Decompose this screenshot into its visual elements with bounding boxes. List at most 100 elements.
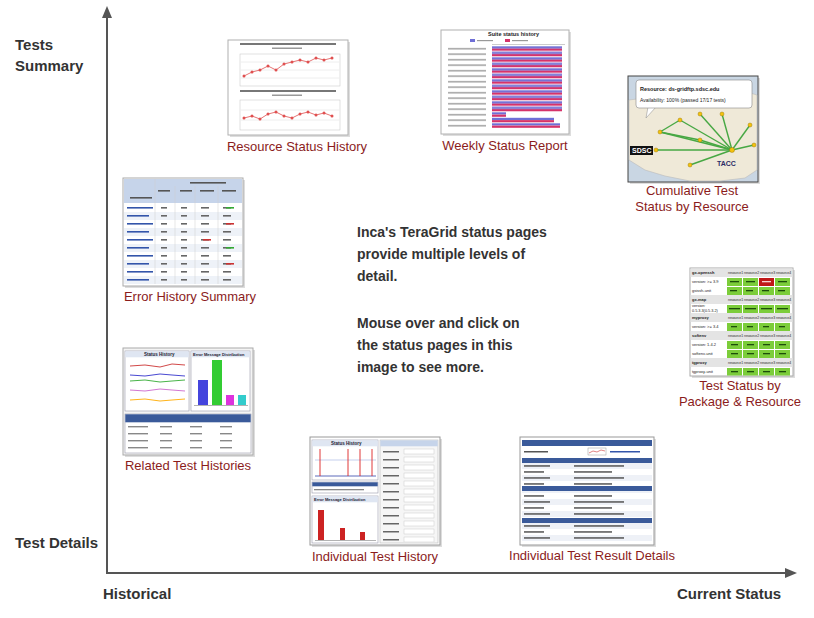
package-name: gx-map	[692, 297, 706, 302]
thumbnail-art	[155, 179, 156, 284]
thumbnail-art	[125, 414, 251, 453]
thumbnail-art	[628, 76, 758, 182]
thumbnail-art	[312, 496, 377, 502]
thumbnail-art	[226, 223, 234, 225]
package-name: myproxy	[692, 315, 709, 320]
thumbnail-art	[779, 326, 785, 327]
thumbnail-art	[610, 451, 640, 453]
thumbnail-art	[331, 115, 334, 118]
thumbnail-art	[775, 368, 790, 376]
test-name: version: >= 3.9	[692, 279, 718, 284]
package-name: tgproxy	[692, 360, 707, 365]
status-page-thumbnail: Weekly Status Report	[441, 30, 569, 134]
thumbnail-art	[722, 114, 732, 150]
thumbnail-art	[743, 323, 758, 331]
resource-name: resource3	[760, 334, 775, 338]
thumbnail-art	[155, 179, 218, 284]
thumbnail-art	[698, 112, 702, 116]
thumbnail-art	[691, 331, 793, 340]
thumbnail-art	[291, 117, 294, 120]
thumbnail-text: Status History	[331, 441, 362, 446]
thumbnail-art	[691, 295, 793, 304]
thumbnail-art	[688, 163, 692, 167]
thumbnail-art	[731, 344, 738, 345]
resource-name: resource1	[728, 361, 743, 365]
thumbnail-art	[785, 568, 797, 578]
thumbnail-art	[658, 130, 662, 134]
thumbnail-art	[244, 112, 332, 119]
thumbnail-spacer	[123, 348, 253, 458]
thumbnail-art	[130, 364, 185, 401]
thumbnail-spacer	[520, 437, 654, 548]
thumbnail-art	[130, 364, 185, 367]
status-page-thumbnail: Related Test Histories	[123, 348, 253, 455]
thumbnail-art	[198, 380, 208, 405]
thumbnail-art	[690, 268, 793, 376]
thumbnail-text: Resource: ds-gridftp.sdsc.edu	[640, 86, 719, 93]
thumbnail-art	[240, 120, 340, 121]
thumbnail-art	[727, 368, 742, 376]
resource-name: resource2	[744, 334, 759, 338]
thumbnail-art	[251, 115, 254, 118]
thumbnail-art	[259, 69, 262, 72]
thumbnail-art	[312, 482, 378, 493]
thumbnail-art	[727, 305, 742, 313]
thumbnail-art	[691, 269, 793, 368]
thumbnail-art	[272, 95, 302, 97]
thumbnail-art	[226, 395, 234, 405]
thumbnail-art	[128, 426, 148, 427]
thumbnail-art	[743, 350, 758, 358]
thumbnail-art	[698, 138, 702, 142]
thumbnail-art	[720, 112, 724, 116]
thumbnail-art	[747, 371, 754, 372]
test-name: version: >= 3.4	[692, 324, 718, 329]
thumbnail-art	[124, 204, 242, 284]
axis-label: Historical	[103, 584, 171, 604]
thumbnail-art	[312, 482, 377, 486]
thumbnail-art	[730, 290, 737, 291]
thumbnail-art	[522, 463, 652, 485]
thumbnail-art	[123, 178, 243, 286]
thumbnail-art	[123, 348, 253, 455]
thumbnail-art	[190, 440, 202, 441]
thumbnail-art	[779, 353, 786, 354]
thumbnail-art	[226, 207, 234, 209]
resource-name: resource3	[760, 361, 775, 365]
thumbnail-art	[380, 448, 438, 542]
thumbnail-art	[380, 440, 438, 543]
resource-name: resource4	[776, 316, 791, 320]
resource-name: resource4	[776, 334, 791, 338]
thumbnail-art	[775, 278, 790, 286]
thumbnail-art	[775, 341, 790, 349]
thumbnail-art	[656, 149, 732, 150]
thumbnail-art	[731, 353, 738, 354]
individual-result-details-art	[520, 437, 656, 547]
thumbnail-art	[299, 59, 302, 62]
thumbnail-art	[588, 448, 606, 455]
thumbnail-art	[762, 290, 769, 291]
thumbnail-art	[656, 114, 754, 165]
resource-name: resource1	[728, 334, 743, 338]
axis-label: Tests Summary	[15, 34, 93, 76]
thumbnail-art	[779, 371, 786, 372]
resource-name: resource3	[760, 298, 775, 302]
thumbnail-text: Error Message Distribution	[314, 497, 365, 502]
thumbnail-art	[727, 341, 742, 349]
thumbnail-art	[331, 57, 334, 60]
thumbnail-art	[348, 449, 349, 476]
individual-test-history-art	[310, 437, 442, 547]
thumbnail-caption: Cumulative Test Status by Resource	[627, 183, 757, 215]
thumbnail-caption: Related Test Histories	[125, 458, 251, 474]
thumbnail-art	[125, 351, 188, 357]
thumbnail-art	[203, 239, 211, 241]
thumbnail-art	[320, 449, 372, 476]
test-name: version: 0.5.3.3(0.5.3.2)	[692, 304, 726, 313]
thumbnail-art	[175, 186, 176, 284]
thumbnail-art	[492, 44, 565, 45]
package-name: softenv	[692, 333, 706, 338]
thumbnail-art	[743, 287, 758, 295]
thumbnail-art	[180, 190, 192, 192]
thumbnail-art	[743, 368, 758, 376]
thumbnail-art	[730, 281, 739, 282]
thumbnail-art	[190, 447, 202, 448]
